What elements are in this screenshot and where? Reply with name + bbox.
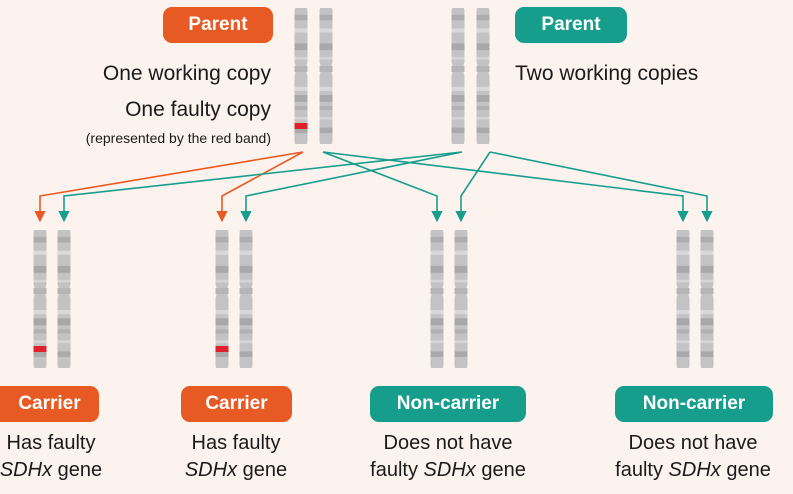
working-copy-arrow (489, 151, 713, 223)
chromosome (476, 8, 490, 144)
chromosome (430, 230, 444, 368)
parent-2-chromosomes (451, 8, 490, 144)
chromosome (33, 230, 47, 368)
child-3-chromosomes (430, 230, 468, 368)
gene-suffix: gene (475, 459, 526, 481)
faulty-gene-band (294, 123, 308, 129)
gene-prefix: faulty (615, 459, 669, 481)
gene-name: SDHx (0, 459, 53, 481)
chromosome (454, 230, 468, 368)
child-3-line-1: Does not have (383, 432, 513, 454)
chromosome (215, 230, 229, 368)
chromosome (57, 230, 71, 368)
chromosomes (33, 8, 714, 368)
child-4-line-1: Does not have (628, 432, 758, 454)
gene-prefix: faulty (370, 459, 424, 481)
chromosome (294, 8, 308, 144)
child-3-badge: Non-carrier (370, 386, 526, 422)
gene-suffix: gene (237, 459, 288, 481)
child-1-line-2: SDHx gene (0, 457, 126, 484)
child-2-badge: Carrier (181, 386, 292, 422)
gene-name: SDHx (184, 459, 238, 481)
parent-1-badge: Parent (163, 7, 273, 43)
child-1-badge: Carrier (0, 386, 99, 422)
faulty-gene-band (33, 346, 47, 352)
child-2-line-2: SDHx gene (161, 457, 311, 484)
parent-2-badge: Parent (515, 7, 627, 43)
child-3-caption: Does not have faulty SDHx gene (343, 430, 553, 484)
child-1-chromosomes (33, 230, 71, 368)
child-2-caption: Has faulty SDHx gene (161, 430, 311, 484)
working-copy-arrow (240, 151, 463, 223)
child-4-badge: Non-carrier (615, 386, 773, 422)
child-3-line-2: faulty SDHx gene (343, 457, 553, 484)
gene-suffix: gene (720, 459, 771, 481)
parent-1-note: (represented by the red band) (85, 130, 271, 146)
chromosome (239, 230, 253, 368)
working-copy-arrow (322, 151, 689, 223)
gene-suffix: gene (52, 459, 103, 481)
child-1-line-1: Has faulty (6, 432, 96, 454)
gene-name: SDHx (668, 459, 721, 481)
child-4-chromosomes (676, 230, 714, 368)
child-1-caption: Has faulty SDHx gene (0, 430, 126, 484)
chromosome (700, 230, 714, 368)
parent-1-chromosomes (294, 8, 333, 144)
faulty-copy-arrow (216, 151, 304, 223)
faulty-gene-band (215, 346, 229, 352)
parent-1-line-1: One working copy (102, 62, 271, 85)
chromosome (676, 230, 690, 368)
child-2-line-1: Has faulty (191, 432, 281, 454)
working-copy-arrow (322, 151, 443, 223)
chromosome (451, 8, 465, 144)
chromosome (319, 8, 333, 144)
parent-1-line-2: One faulty copy (125, 98, 271, 121)
inheritance-arrows (34, 151, 713, 223)
child-2-chromosomes (215, 230, 253, 368)
child-4-caption: Does not have faulty SDHx gene (588, 430, 793, 484)
gene-name: SDHx (423, 459, 476, 481)
child-4-line-2: faulty SDHx gene (588, 457, 793, 484)
faulty-copy-arrow (34, 151, 304, 223)
parent-2-line-1: Two working copies (515, 62, 699, 85)
working-copy-arrow (455, 151, 491, 223)
working-copy-arrow (58, 151, 463, 223)
